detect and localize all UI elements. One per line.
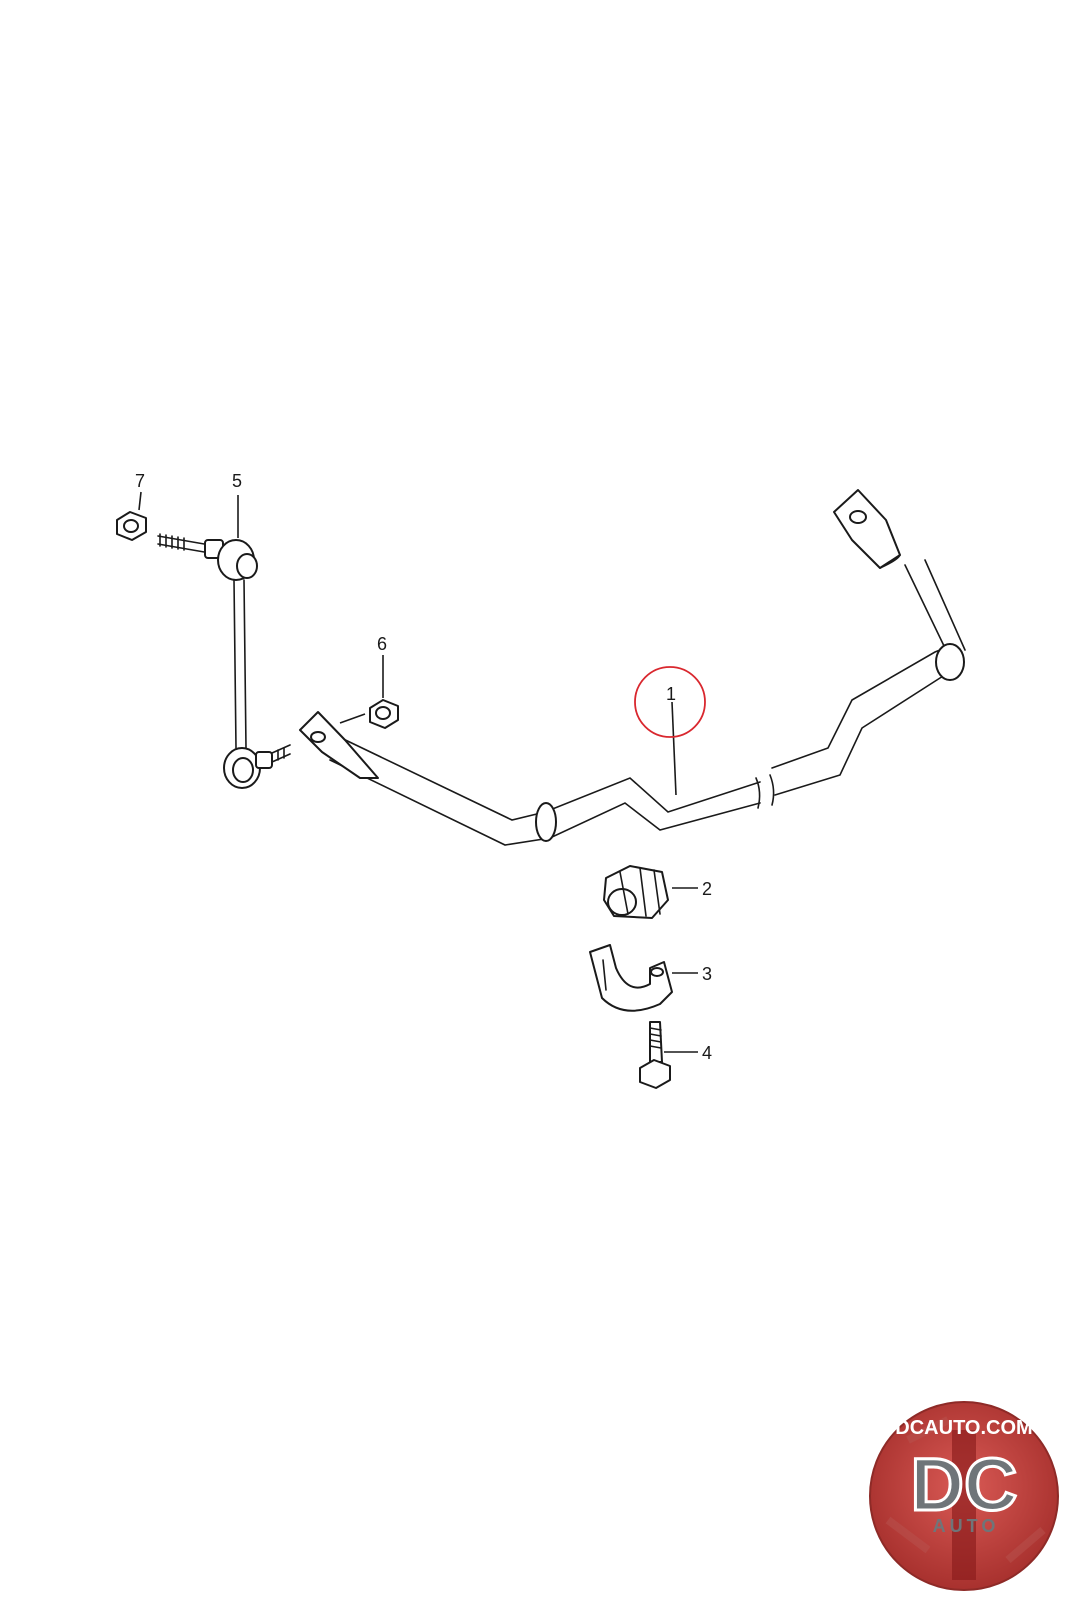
- highlight-circle: [634, 666, 706, 738]
- bushing[interactable]: [603, 865, 669, 919]
- callout-4: 4: [702, 1043, 712, 1063]
- svg-text:DCAUTO.COM: DCAUTO.COM: [895, 1417, 1032, 1439]
- callout-3: 3: [702, 964, 712, 984]
- callout-lines: [138, 491, 698, 1053]
- nut-6[interactable]: [369, 699, 399, 729]
- svg-text:AUTO: AUTO: [933, 1516, 1000, 1536]
- svg-text:DC: DC: [911, 1443, 1018, 1526]
- callout-7: 7: [135, 471, 145, 491]
- dcauto-logo: DCAUTO.COM DC AUTO: [869, 1401, 1059, 1591]
- bracket[interactable]: [589, 944, 673, 1012]
- drop-link[interactable]: [157, 533, 291, 789]
- callout-1: 1: [666, 684, 676, 704]
- stabilizer-bar[interactable]: [299, 489, 966, 846]
- nut-7[interactable]: [116, 511, 147, 541]
- bolt[interactable]: [639, 1021, 671, 1089]
- callout-2: 2: [702, 879, 712, 899]
- callout-5: 5: [232, 471, 242, 491]
- callout-6: 6: [377, 634, 387, 654]
